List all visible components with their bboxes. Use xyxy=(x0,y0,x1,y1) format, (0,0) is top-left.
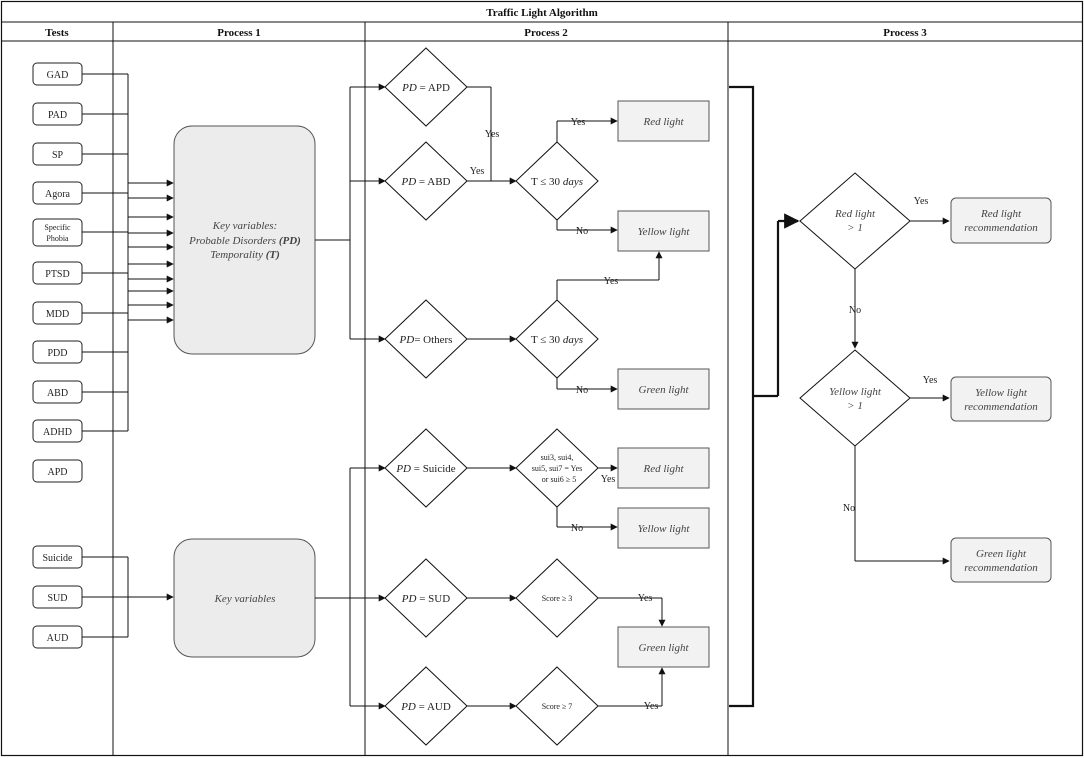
kv1-connectors xyxy=(315,83,386,343)
process3-bracket xyxy=(729,85,800,708)
decision-label: Score ≥ 3 xyxy=(542,594,573,603)
yes-label: Yes xyxy=(470,166,485,177)
decision-label: PD = ABD xyxy=(401,176,451,188)
test-box-apd xyxy=(32,459,83,483)
decision-label: Yellow light xyxy=(829,386,882,398)
key-variables-probable-disorders: Probable Disorders (PD) xyxy=(188,235,301,247)
yes-label: Yes xyxy=(601,474,616,485)
light-label: Green light xyxy=(639,642,690,654)
key-variables-label: Key variables xyxy=(214,593,276,605)
recommendation-label: Yellow light xyxy=(975,387,1028,399)
decision-pd-suicide xyxy=(384,428,468,508)
test-label: APD xyxy=(47,467,67,478)
decision-label: > 1 xyxy=(847,400,863,412)
yes-label: Yes xyxy=(923,375,938,386)
light-label: Red light xyxy=(642,116,684,128)
decision-red-light-count xyxy=(799,172,911,270)
decision-label: PD = Suicide xyxy=(395,463,455,475)
recommendation-label: recommendation xyxy=(964,222,1038,234)
decision-sud-score xyxy=(515,558,599,638)
light-label: Yellow light xyxy=(638,226,691,238)
decision-pd-aud xyxy=(384,666,468,746)
yes-label: Yes xyxy=(604,276,619,287)
decision-label: PD= Others xyxy=(399,334,453,346)
green-light-box xyxy=(617,626,710,668)
test-label: SUD xyxy=(47,593,67,604)
test-label: Agora xyxy=(45,189,71,200)
yes-label: Yes xyxy=(638,593,653,604)
yellow-light-box xyxy=(617,210,710,252)
decision-pd-abd xyxy=(384,141,468,221)
recommendation-label: Red light xyxy=(980,208,1022,220)
test-label: ADHD xyxy=(43,427,72,438)
tests-connectors-1 xyxy=(82,73,174,432)
header-process-1: Process 1 xyxy=(217,27,260,39)
yes-label: Yes xyxy=(571,117,586,128)
tests-group-2: Suicide SUD AUD xyxy=(32,545,174,649)
green-light-box xyxy=(617,368,710,410)
test-label: PTSD xyxy=(45,269,69,280)
light-label: Green light xyxy=(639,384,690,396)
test-label: PDD xyxy=(47,348,67,359)
red-light-box xyxy=(617,100,710,142)
recommendation-label: recommendation xyxy=(964,401,1038,413)
decision-label: Red light xyxy=(834,208,876,220)
yes-label: Yes xyxy=(644,701,659,712)
decision-label: > 1 xyxy=(847,222,863,234)
yellow-light-recommendation-box xyxy=(950,376,1052,422)
key-variables-temporality: Temporality (T) xyxy=(210,249,280,261)
decision-pd-sud xyxy=(384,558,468,638)
no-label: No xyxy=(571,523,583,534)
no-label: No xyxy=(843,503,855,514)
decision-label: PD = SUD xyxy=(401,593,450,605)
decision-pd-others xyxy=(384,299,468,379)
kv2-connectors xyxy=(315,464,386,710)
yellow-light-box xyxy=(617,507,710,549)
no-label: No xyxy=(576,226,588,237)
decision-label: T ≤ 30 days xyxy=(531,176,583,188)
decision-label: T ≤ 30 days xyxy=(531,334,583,346)
light-label: Yellow light xyxy=(638,523,691,535)
test-label: Phobia xyxy=(46,234,69,243)
decision-label: Score ≥ 7 xyxy=(542,702,573,711)
yes-label: Yes xyxy=(485,129,500,140)
decision-aud-score xyxy=(515,666,599,746)
decision-label: PD = APD xyxy=(401,82,450,94)
test-label: SP xyxy=(52,150,64,161)
key-variables-title: Key variables: xyxy=(212,220,277,232)
header-tests: Tests xyxy=(45,27,69,39)
test-label: ABD xyxy=(47,388,68,399)
yes-label: Yes xyxy=(914,196,929,207)
test-label: PAD xyxy=(48,110,67,121)
light-label: Red light xyxy=(642,463,684,475)
recommendation-label: Green light xyxy=(976,548,1027,560)
test-label: GAD xyxy=(47,70,69,81)
red-light-recommendation-box xyxy=(950,197,1052,244)
green-light-recommendation-box xyxy=(950,537,1052,583)
test-label: Specific xyxy=(44,223,71,232)
diagram-title: Traffic Light Algorithm xyxy=(486,7,598,19)
no-label: No xyxy=(576,385,588,396)
decision-label: sui5, sui7 = Yes xyxy=(532,464,583,473)
decision-label: sui3, sui4, xyxy=(541,453,574,462)
header-process-2: Process 2 xyxy=(524,27,568,39)
test-label: Suicide xyxy=(43,553,74,564)
recommendation-label: recommendation xyxy=(964,562,1038,574)
decision-label: or sui6 ≥ 5 xyxy=(542,475,576,484)
red-light-box xyxy=(617,447,710,489)
no-label: No xyxy=(849,305,861,316)
decision-yellow-light-count xyxy=(799,349,911,447)
test-label: MDD xyxy=(46,309,69,320)
decision-label: PD = AUD xyxy=(400,701,451,713)
tests-group-1: GAD PAD SP Agora Specific Phobia PTSD MD… xyxy=(32,62,83,483)
decision-pd-apd xyxy=(384,47,468,127)
test-label: AUD xyxy=(47,633,69,644)
header-process-3: Process 3 xyxy=(883,27,927,39)
